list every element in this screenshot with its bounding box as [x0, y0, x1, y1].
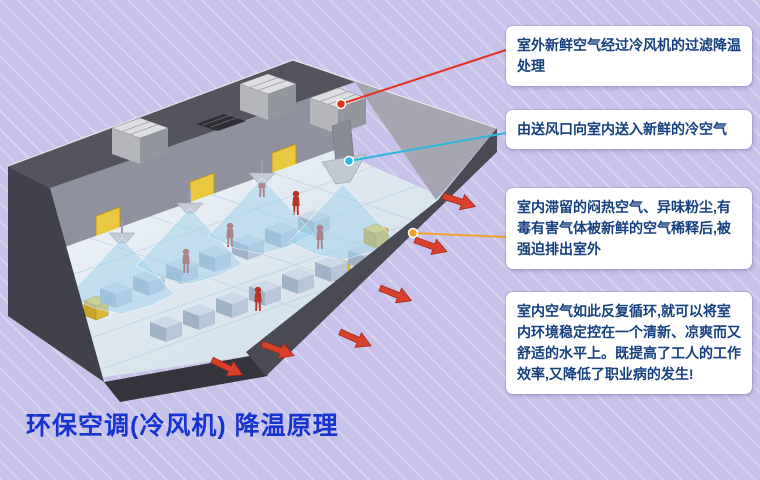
exhaust-arrows [210, 192, 477, 377]
exhaust-arrow-icon [413, 236, 448, 255]
callout-exhaust: 室内滞留的闷热空气、异味粉尘,有毒有害气体被新鲜的空气稀释后,被强迫排出室外 [506, 188, 752, 269]
callout-text: 室外新鲜空气经过冷风机的过滤降温处理 [517, 37, 741, 74]
callout-text: 室内滞留的闷热空气、异味粉尘,有毒有害气体被新鲜的空气稀释后,被强迫排出室外 [517, 199, 731, 257]
callout-text: 室内空气如此反复循环,就可以将室内环境稳定控在一个清新、凉爽而又舒适的水平上。既… [517, 303, 741, 382]
worker-figure [254, 286, 262, 311]
callout-text: 由送风口向室内送入新鲜的冷空气 [517, 121, 727, 137]
callout-filter-cooling: 室外新鲜空气经过冷风机的过滤降温处理 [506, 26, 752, 86]
factory-illustration [7, 59, 498, 402]
exhaust-wall [246, 128, 497, 376]
worker-figure [292, 190, 300, 215]
callout-circulation: 室内空气如此反复循环,就可以将室内环境稳定控在一个清新、凉爽而又舒适的水平上。既… [506, 292, 752, 394]
roof-right-section [293, 60, 497, 200]
air-stream [135, 207, 243, 285]
roof-vent-icon [196, 114, 246, 131]
callout-supply-air: 由送风口向室内送入新鲜的冷空气 [506, 110, 752, 149]
rooftop-cooling-unit [239, 73, 297, 120]
exhaust-arrow-icon [260, 340, 295, 359]
exhaust-arrow-icon [441, 192, 477, 211]
exhaust-arrow-icon [210, 356, 244, 377]
air-streams [67, 160, 396, 315]
exhaust-arrow-icon [378, 284, 413, 304]
left-wall [8, 166, 104, 382]
rooftop-cooling-unit [111, 117, 169, 164]
exhaust-arrow-icon [338, 328, 372, 348]
page-title: 环保空调(冷风机) 降温原理 [26, 412, 339, 440]
